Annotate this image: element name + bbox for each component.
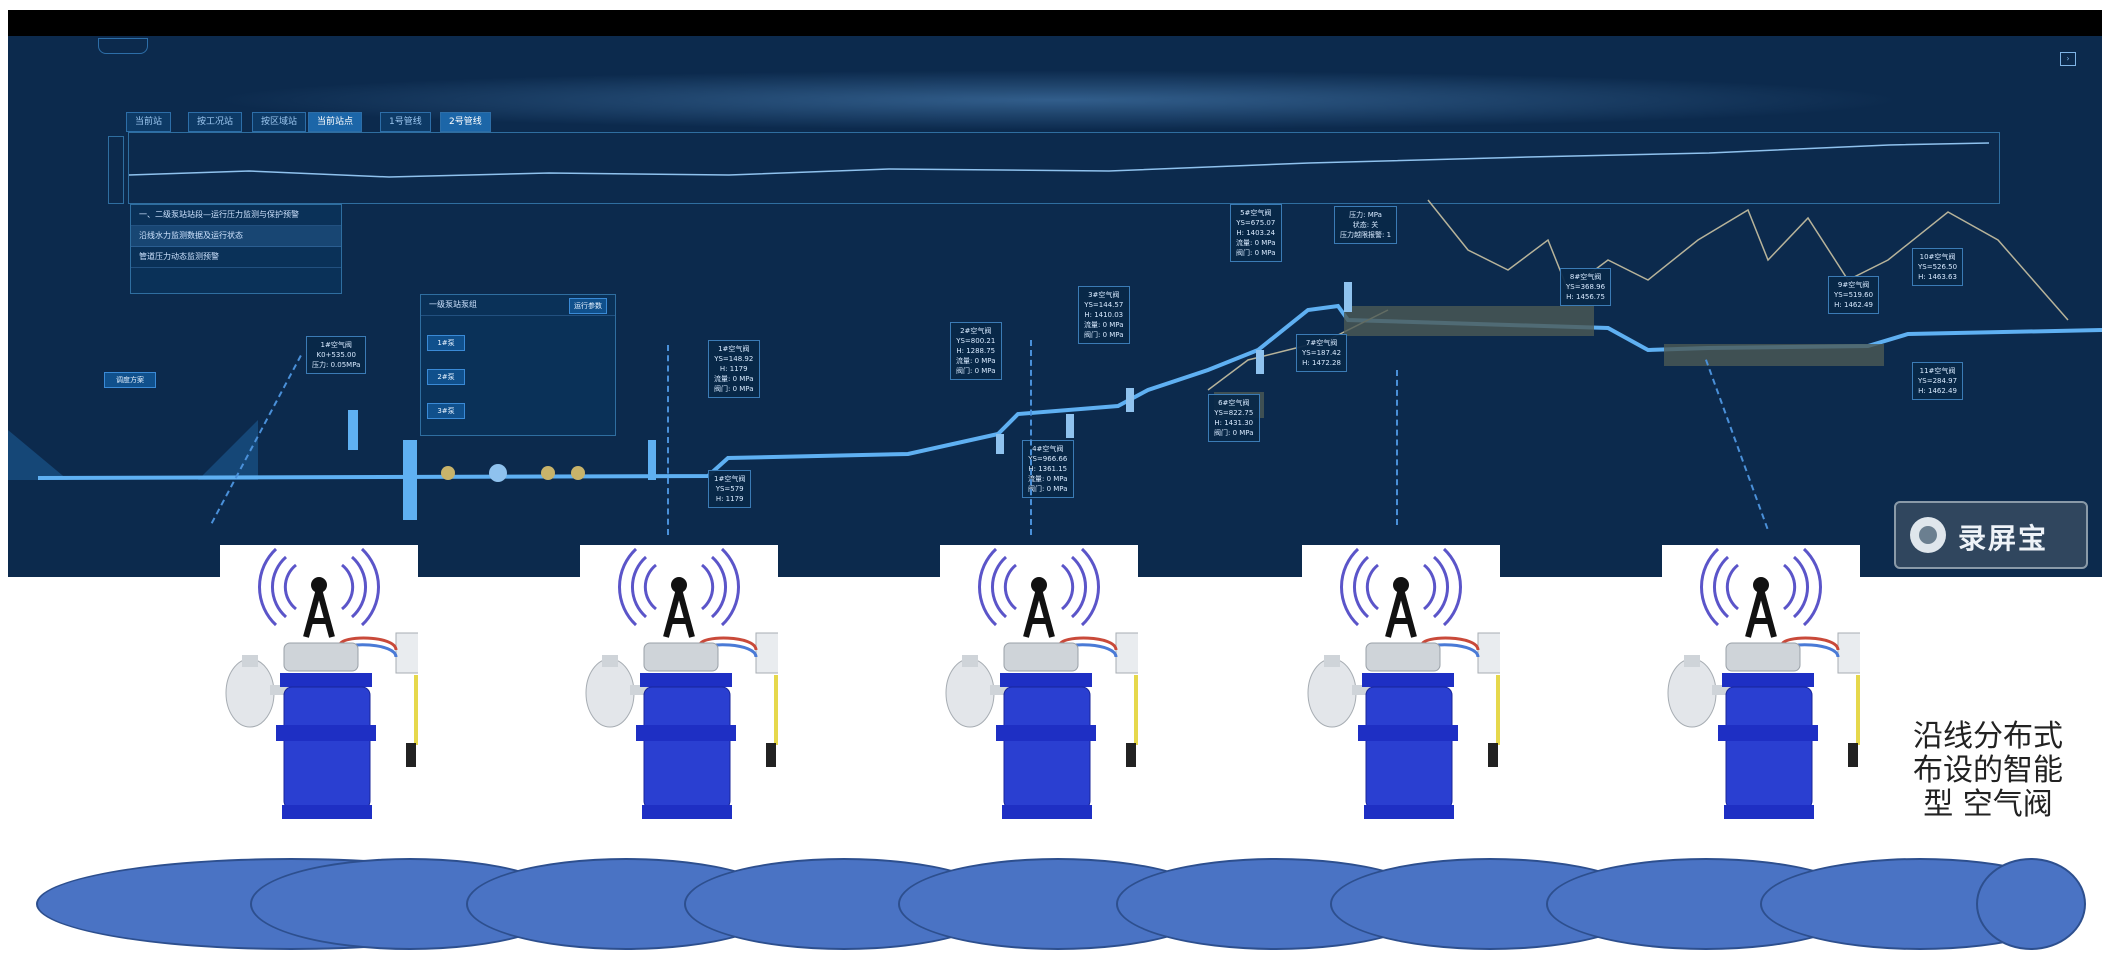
valve-unit-3 — [940, 545, 1145, 855]
menu-item[interactable]: 管道压力动态监测预警 — [131, 247, 341, 268]
pipeline-profile — [8, 199, 2102, 520]
antenna-signal-icon — [978, 547, 1100, 638]
caption-line: 沿线分布式 — [1913, 719, 2063, 754]
menu-item[interactable]: 一、二级泵站站段—运行压力监测与保护预警 — [131, 205, 341, 226]
corner-button[interactable] — [98, 38, 148, 54]
pump-2-button[interactable]: 2#泵 — [427, 369, 465, 385]
valve-unit-5 — [1662, 545, 1867, 855]
monitoring-menu: 一、二级泵站站段—运行压力监测与保护预警 沿线水力监测数据及运行状态 管道压力动… — [130, 204, 342, 294]
status-box-11: 9#空气阀 YS=519.60 H: 1462.49 — [1828, 276, 1880, 314]
dispatch-plan-button[interactable]: 调度方案 — [104, 372, 156, 388]
antenna-signal-icon — [1700, 547, 1822, 638]
smart-air-valve-icon — [1667, 632, 1867, 819]
smart-air-valve-icon — [225, 632, 425, 819]
valve-unit-graphic — [1667, 547, 1867, 819]
leader-line — [667, 345, 669, 535]
caption-line: 布设的智能 — [1913, 753, 2063, 788]
status-box-3: 1#空气阀 YS=579 H: 1179 — [708, 470, 752, 508]
caption-line: 型 空气阀 — [1923, 787, 2053, 822]
dashboard-screenshot: › 当前站 按工况站 按区域站 当前站点 1号管线 2号管线 一、二级泵站站段—… — [8, 10, 2102, 577]
pump-1-button[interactable]: 1#泵 — [427, 335, 465, 351]
pump-control-panel: 一级泵站泵组 运行参数 1#泵 2#泵 3#泵 — [420, 294, 616, 436]
valve-unit-2 — [580, 545, 785, 855]
toggle-line-2[interactable]: 2号管线 — [440, 112, 491, 132]
status-box-12: 10#空气阀 YS=526.50 H: 1463.63 — [1912, 248, 1964, 286]
valve-unit-graphic — [1307, 547, 1507, 819]
side-toolbar[interactable] — [108, 136, 124, 204]
tab-4[interactable]: 当前站点 — [308, 112, 363, 132]
pump-panel-title: 一级泵站泵组 — [421, 295, 615, 316]
valve-unit-4 — [1302, 545, 1507, 855]
status-box-7: 5#空气阀 YS=675.07 H: 1403.24 流量: 0 MPa 阀门:… — [1230, 204, 1282, 262]
alarm-box: 压力: MPa 状态: 关 压力越限报警: 1 — [1334, 206, 1398, 244]
leader-line — [1030, 340, 1032, 535]
menu-item[interactable]: 沿线水力监测数据及运行状态 — [131, 226, 341, 247]
status-box-13: 11#空气阀 YS=284.97 H: 1462.49 — [1912, 362, 1964, 400]
valve-unit-graphic — [225, 547, 425, 819]
smart-air-valve-icon — [945, 632, 1145, 819]
pump-3-button[interactable]: 3#泵 — [427, 403, 465, 419]
smart-air-valve-icon — [1307, 632, 1507, 819]
valve-unit-1 — [220, 545, 425, 855]
watermark-text: 录屏宝 — [1958, 522, 2049, 555]
record-icon — [1910, 517, 1946, 553]
collapse-icon[interactable]: › — [2060, 52, 2076, 66]
caption-text: 沿线分布式 布设的智能 型 空气阀 — [1898, 720, 2078, 822]
overview-profile — [128, 132, 2000, 204]
antenna-signal-icon — [1340, 547, 1462, 638]
smart-air-valve-icon — [585, 632, 785, 819]
overview-profile-line — [128, 142, 1990, 178]
leader-line — [1396, 370, 1398, 525]
valve-unit-graphic — [585, 547, 785, 819]
status-box-8: 6#空气阀 YS=822.75 H: 1431.30 阀门: 0 MPa — [1208, 394, 1260, 442]
antenna-signal-icon — [618, 547, 740, 638]
valve-unit-graphic — [945, 547, 1145, 819]
status-box-2: 1#空气阀 YS=148.92 H: 1179 流量: 0 MPa 阀门: 0 … — [708, 340, 760, 398]
toggle-line-1[interactable]: 1号管线 — [380, 112, 431, 132]
status-box-10: 8#空气阀 YS=368.96 H: 1456.75 — [1560, 268, 1612, 306]
recorder-watermark: 录屏宝 — [1894, 501, 2088, 569]
pump-params-button[interactable]: 运行参数 — [569, 298, 607, 314]
tab-3[interactable]: 按区域站 — [252, 112, 307, 132]
status-box-1: 1#空气阀 K0+535.00 压力: 0.05MPa — [306, 336, 367, 374]
antenna-signal-icon — [258, 547, 380, 638]
status-box-5: 3#空气阀 YS=144.57 H: 1410.03 流量: 0 MPa 阀门:… — [1078, 286, 1130, 344]
window-top-bar — [8, 10, 2102, 36]
status-box-4: 2#空气阀 YS=800.21 H: 1288.75 流量: 0 MPa 阀门:… — [950, 322, 1002, 380]
tab-1[interactable]: 当前站 — [126, 112, 172, 132]
status-box-9: 7#空气阀 YS=187.42 H: 1472.28 — [1296, 334, 1348, 372]
pipe-section — [1976, 858, 2086, 950]
header-glow — [208, 70, 1908, 130]
tab-2[interactable]: 按工况站 — [188, 112, 243, 132]
